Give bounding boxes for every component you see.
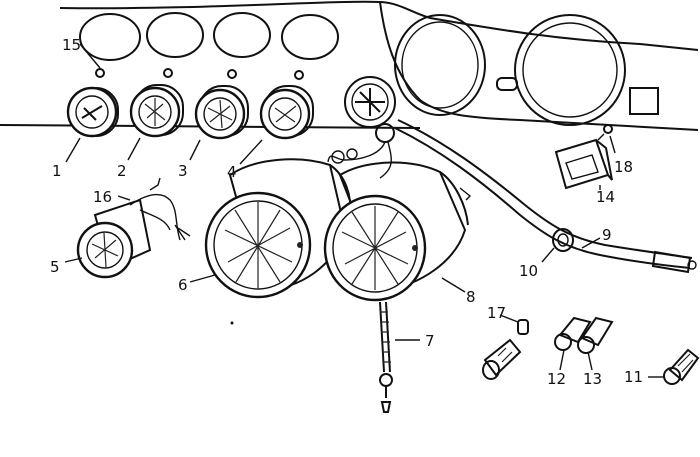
- bulb-socket: [227, 69, 237, 79]
- leader-lines: [64, 43, 664, 378]
- small-gauge-3: [194, 69, 249, 140]
- callout-10: 10: [519, 262, 538, 280]
- callout-14: 14: [596, 188, 615, 206]
- bulb-socket: [163, 68, 173, 78]
- gauge-5: [76, 198, 152, 279]
- callout-17: 17: [487, 304, 506, 322]
- vent-opening: [281, 14, 339, 60]
- grommet-10: [552, 228, 574, 252]
- callout-16: 16: [93, 188, 112, 206]
- panel-switch: [496, 77, 518, 91]
- callout-labels: 15 1 2 3 4 16 5 6 7 8 9 10 17 12 13 11 1…: [50, 36, 643, 388]
- bulb-holder-17: [482, 319, 529, 380]
- switch-14: [554, 138, 613, 190]
- retainer-clip-18: [597, 124, 613, 141]
- callout-15: 15: [62, 36, 81, 54]
- vent-opening: [213, 12, 271, 58]
- panel-cutout: [629, 87, 659, 115]
- bulb-holder-12: [554, 316, 592, 351]
- callout-12: 12: [547, 370, 566, 388]
- wiring-loom: [327, 123, 472, 201]
- callout-1: 1: [52, 162, 62, 180]
- wiring-harness-16: [129, 177, 191, 241]
- callout-7: 7: [425, 332, 435, 350]
- callout-6: 6: [178, 276, 188, 294]
- stray-mark: [230, 321, 234, 325]
- bulb-socket: [95, 68, 105, 78]
- center-vent: [344, 76, 396, 128]
- callout-18: 18: [614, 158, 633, 176]
- vent-opening: [79, 13, 141, 61]
- callout-3: 3: [178, 162, 188, 180]
- gauge-opening-left: [394, 14, 486, 116]
- callout-9: 9: [602, 226, 612, 244]
- bulb-holder-13: [577, 316, 614, 354]
- bulb-socket: [294, 70, 304, 80]
- small-gauge-4: [259, 70, 314, 140]
- vent-opening: [146, 12, 204, 58]
- large-gauge-8: [323, 161, 469, 302]
- bulb-holder-11: [663, 348, 700, 385]
- callout-13: 13: [583, 370, 602, 388]
- callout-11: 11: [624, 368, 643, 386]
- trip-reset-cable-7: [379, 301, 393, 413]
- dashboard-panel: [0, 0, 699, 131]
- speedometer-cable-9: [394, 119, 697, 274]
- callout-4: 4: [227, 163, 237, 181]
- small-gauge-2: [129, 68, 184, 138]
- callout-5: 5: [50, 258, 60, 276]
- callout-2: 2: [117, 162, 127, 180]
- small-gauge-1: [66, 68, 119, 138]
- gauge-opening-right: [514, 14, 626, 126]
- callout-8: 8: [466, 288, 476, 306]
